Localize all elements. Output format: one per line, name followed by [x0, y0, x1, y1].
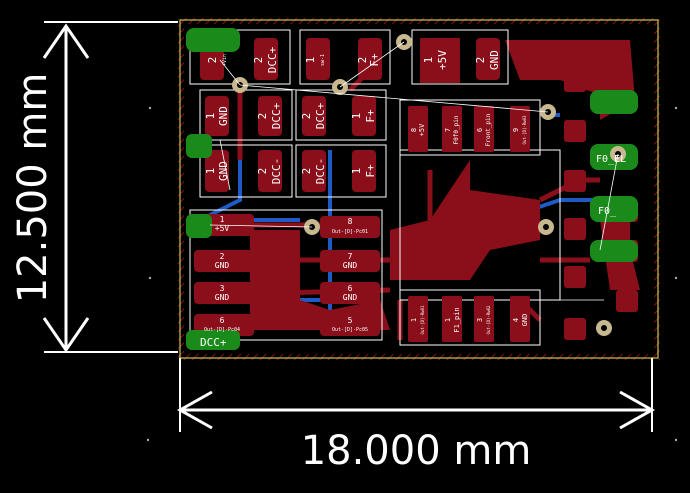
pad-name: GND	[488, 50, 501, 70]
pad-num: 3	[476, 318, 484, 322]
pad	[476, 38, 500, 80]
pad	[424, 38, 448, 80]
right-label-1: F0_EL	[596, 154, 626, 165]
header-small-pads	[408, 106, 530, 152]
pad	[302, 96, 326, 136]
pad-num: 2	[256, 168, 269, 175]
pad-name: DCC+	[266, 46, 279, 73]
width-label: 18.000 mm	[301, 428, 532, 474]
height-label: 12.500 mm	[10, 73, 56, 304]
pad-name: Out-[D]-Pc04	[204, 327, 240, 333]
pad-name: F+	[368, 53, 381, 67]
pad	[258, 96, 282, 136]
pad	[205, 150, 229, 192]
pad-num: 1	[422, 57, 435, 64]
pad-name: Out-[D]-Rw02	[486, 305, 491, 334]
pad-name: Front_pin	[485, 113, 492, 146]
pad-num: 8	[348, 217, 353, 226]
pad-labels: 2 +Vin 2 DCC+ 1 sw-1 2 F+ 1 +5V 2 GND 1 …	[200, 46, 626, 349]
pad-name: F0f0_pin	[453, 115, 460, 144]
bottom-left-label: DCC+	[200, 336, 227, 349]
pad-num: 1	[410, 318, 418, 322]
pad-name: GND	[217, 106, 230, 126]
right-label-2: F0_	[598, 206, 617, 217]
pad-num: 1	[350, 168, 363, 175]
pad-name: +5V	[215, 224, 230, 233]
pad-name: Out-[D]-Rw03	[522, 115, 527, 144]
pad	[258, 150, 282, 192]
pad-num: 2	[356, 57, 369, 64]
pad-num: 4	[512, 318, 520, 322]
board-outline	[179, 19, 659, 359]
pad-num: 2	[300, 113, 313, 120]
pad-name: Out-[D]-Pc01	[332, 229, 368, 235]
pad	[306, 38, 330, 80]
pad-name: DCC+	[314, 102, 327, 129]
pad-num: 3	[220, 284, 225, 293]
width-dimension	[176, 358, 656, 432]
ratsnest-lines	[209, 41, 619, 301]
pad-name: F1_pin	[453, 307, 461, 332]
pad-num: 2	[300, 168, 313, 175]
pad-num: 1	[350, 113, 363, 120]
pad-name: Out-[D]-Pc05	[332, 327, 368, 333]
pad-name: GND	[343, 261, 358, 270]
pad	[358, 38, 382, 80]
pad-num: 8	[410, 128, 418, 132]
pad-name: F+	[364, 164, 377, 178]
pad-name: DCC-	[314, 158, 327, 185]
pad-num: 2	[252, 57, 265, 64]
pad-name: GND	[215, 293, 230, 302]
pad-name: +5V	[418, 123, 426, 136]
green-pads	[186, 28, 638, 350]
pad-name: DCC-	[270, 158, 283, 185]
pad-name: GND	[343, 293, 358, 302]
pad	[254, 38, 278, 80]
pad-num: 6	[348, 284, 353, 293]
low-row-pads	[205, 150, 376, 192]
pad	[205, 96, 229, 136]
pad-name: +5V	[436, 50, 449, 70]
pad	[352, 150, 376, 192]
pad-name: GND	[217, 161, 230, 181]
pad-num: 2	[256, 113, 269, 120]
pad-name: Out-[D]-Rw01	[420, 305, 425, 334]
pad-name: F+	[364, 109, 377, 123]
pad	[352, 96, 376, 136]
grid-markers	[146, 106, 678, 442]
height-dimension	[42, 21, 178, 353]
pad-num: 7	[348, 252, 353, 261]
pad-num: 2	[220, 252, 225, 261]
pad-num: 2	[474, 57, 487, 64]
pad	[302, 150, 326, 192]
pad-name: GND	[215, 261, 230, 270]
pad-num: 6	[476, 128, 484, 132]
pad-num: 5	[348, 316, 353, 325]
pad-name: sw-1	[320, 54, 326, 66]
pad-name: DCC+	[270, 102, 283, 129]
pad-num: 2	[206, 57, 219, 64]
pad-num: 7	[444, 128, 452, 132]
pad-num: 1	[204, 168, 217, 175]
pad-num: 1	[204, 113, 217, 120]
pad-num: 9	[512, 128, 520, 132]
bottom-header-pads	[408, 296, 530, 342]
pad-name: +Vin	[222, 54, 228, 66]
pad-num: 1	[444, 318, 452, 322]
pad-num: 1	[304, 57, 317, 64]
mid-row-pads	[205, 96, 376, 136]
pad-num: 6	[220, 316, 225, 325]
pad-name: GND	[521, 314, 529, 327]
pad-num: 1	[220, 215, 225, 224]
